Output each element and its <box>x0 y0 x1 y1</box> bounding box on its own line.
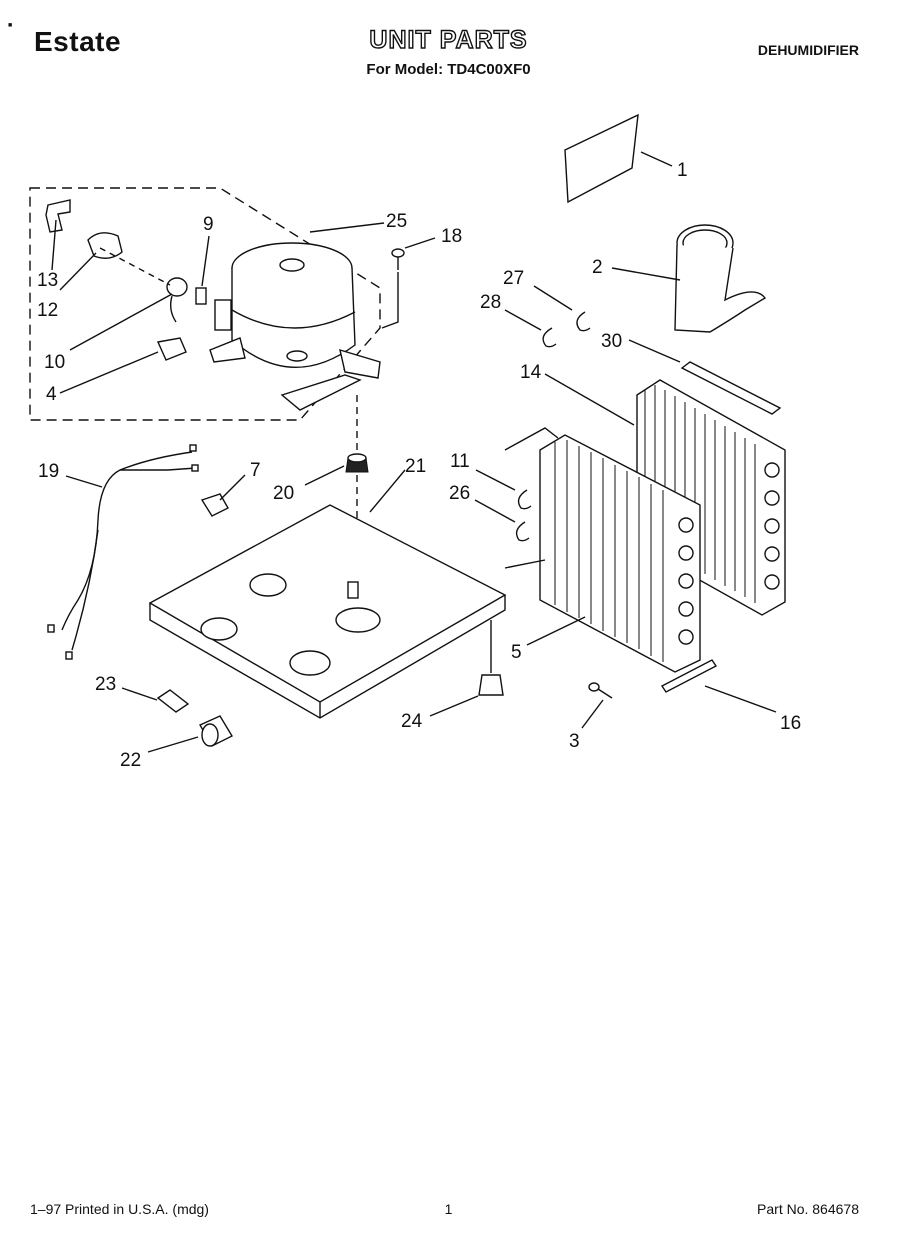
compressor-assembly-outline <box>29 187 381 421</box>
callout-22: 22 <box>120 750 141 771</box>
callout-13: 13 <box>37 270 58 291</box>
callout-24: 24 <box>401 711 423 732</box>
part-28-clip <box>542 327 557 348</box>
part-9-relay <box>195 287 207 305</box>
part-21-base <box>148 504 507 719</box>
part-2-duct <box>674 224 767 333</box>
callout-18: 18 <box>441 226 462 247</box>
part-24-foot <box>478 674 504 696</box>
callout-27: 27 <box>503 268 524 289</box>
callout-12: 12 <box>37 300 58 321</box>
part-12-cover <box>87 232 123 259</box>
compressor-part <box>209 242 381 411</box>
callout-9: 9 <box>203 214 214 235</box>
model-subtitle: For Model: TD4C00XF0 <box>366 61 531 78</box>
callout-20: 20 <box>273 483 294 504</box>
footer-page-number: 1 <box>444 1201 453 1217</box>
part-30-strip <box>680 361 782 415</box>
part-16-strip <box>660 659 718 693</box>
brand-logo: Estate <box>34 26 122 57</box>
part-7-clip <box>200 493 229 517</box>
part-22-bushing <box>199 715 233 747</box>
callout-25: 25 <box>386 211 407 232</box>
callout-5: 5 <box>511 642 522 663</box>
callout-14: 14 <box>520 362 542 383</box>
page-title: UNIT PARTS <box>369 25 528 54</box>
callout-7: 7 <box>250 460 261 481</box>
callout-23: 23 <box>95 674 116 695</box>
part-5-coil <box>504 427 701 673</box>
part-4-relay <box>156 337 187 361</box>
part-26-clip <box>515 521 530 542</box>
callout-10: 10 <box>44 352 65 373</box>
part-18-screw <box>391 248 405 270</box>
part-1-panel <box>564 113 639 204</box>
callout-11: 11 <box>450 451 470 472</box>
footer-print-info: 1–97 Printed in U.S.A. (mdg) <box>30 1201 209 1217</box>
part-19-harness <box>61 451 193 631</box>
part-23-sleeve <box>156 689 190 713</box>
callout-3: 3 <box>569 731 580 752</box>
callout-4: 4 <box>46 384 57 405</box>
product-type: DEHUMIDIFIER <box>757 42 859 58</box>
callout-21: 21 <box>405 456 426 477</box>
callout-26: 26 <box>449 483 470 504</box>
part-10-overload <box>166 277 188 297</box>
brand-registered-mark: ■ <box>8 22 13 29</box>
callout-30: 30 <box>601 331 622 352</box>
callout-1: 1 <box>677 160 688 181</box>
part-13-clip <box>45 199 71 233</box>
footer-part-number: Part No. 864678 <box>757 1201 859 1217</box>
part-3-screw <box>588 682 613 699</box>
callout-2: 2 <box>592 257 603 278</box>
callout-19: 19 <box>38 461 59 482</box>
part-11-clip <box>517 489 532 510</box>
callout-28: 28 <box>480 292 501 313</box>
part-27-clip <box>576 311 591 332</box>
callout-16: 16 <box>780 713 801 734</box>
